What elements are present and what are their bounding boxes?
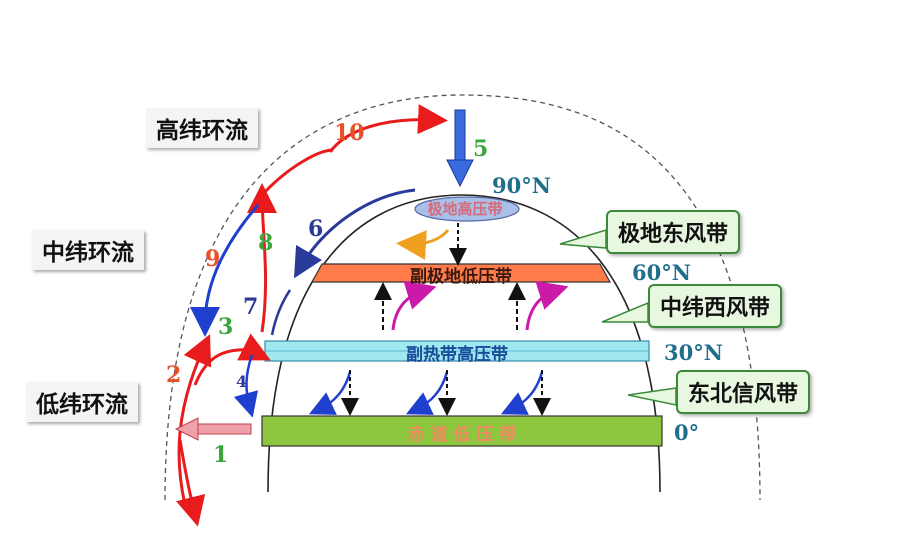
polar-high-label: 极地高压带 [427, 200, 503, 218]
mid-latitude-circulation-label: 中纬环流 [32, 230, 144, 270]
latitude-60-label: 60°N [632, 260, 691, 285]
arrow-9 [190, 204, 260, 337]
polar-high-ellipse [414, 196, 520, 222]
polar-easterly-arrow [396, 228, 450, 261]
arrow-4 [233, 354, 259, 418]
number-8: 8 [258, 230, 274, 256]
equatorial-low-band [261, 415, 663, 447]
outer-atmosphere-arc [164, 94, 761, 501]
arrow-6 [293, 188, 416, 279]
ne-trades-callout: 东北信风带 [676, 370, 811, 414]
arrow-8 [247, 183, 278, 333]
number-6: 6 [308, 216, 324, 242]
number-1: 1 [213, 442, 229, 468]
number-5: 5 [473, 136, 489, 162]
number-3: 3 [218, 314, 234, 340]
latitude-90-label: 90°N [492, 173, 551, 198]
arrow-3 [193, 333, 271, 386]
arrow-7 [270, 289, 292, 336]
arrow-1 [174, 417, 252, 441]
latitude-30-label: 30°N [664, 340, 723, 365]
number-9: 9 [205, 246, 221, 272]
low-latitude-circulation-label: 低纬环流 [26, 382, 138, 422]
equatorial-low-label: 赤 道 低 压 带 [407, 425, 517, 445]
westerlies-callout: 中纬西风带 [648, 284, 783, 328]
arrow-10 [328, 104, 448, 153]
latitude-0-label: 0° [674, 420, 700, 445]
subtropical-high-label: 副热带高压带 [406, 345, 508, 365]
number-7: 7 [243, 294, 259, 320]
number-4: 4 [236, 372, 248, 391]
subpolar-low-label: 副极地低压带 [410, 267, 512, 287]
number-10: 10 [334, 120, 365, 146]
sinking-arrow-5 [446, 109, 474, 188]
arrow-2 [177, 334, 212, 506]
high-latitude-circulation-label: 高纬环流 [146, 108, 258, 148]
polar-easterlies-callout: 极地东风带 [606, 210, 741, 254]
number-2: 2 [166, 362, 182, 388]
